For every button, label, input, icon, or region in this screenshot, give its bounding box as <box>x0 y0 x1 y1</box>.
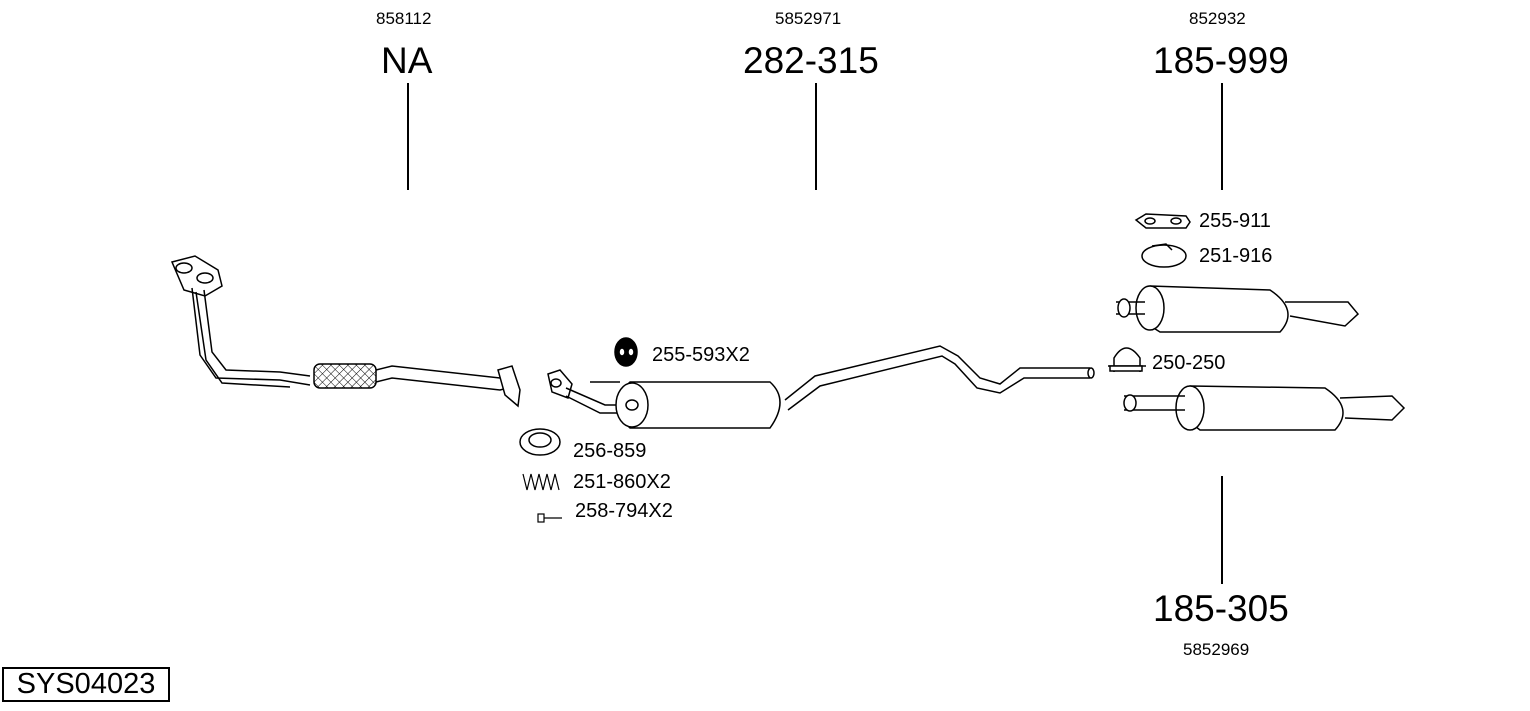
bolt-icon <box>537 513 562 523</box>
u-clamp-icon <box>1108 347 1146 372</box>
rear-lower-oem-number: 5852969 <box>1183 640 1250 659</box>
spring-icon <box>522 473 560 491</box>
accessory-label: 256-859 <box>573 440 647 462</box>
accessory-label: 255-911 <box>1199 210 1271 232</box>
center-silencer <box>547 345 1095 429</box>
downpipe-oem-number: 858112 <box>376 9 432 28</box>
leader-line-rear-lower <box>1221 476 1223 584</box>
accessory-label: 251-916 <box>1199 245 1273 267</box>
rubber-mount-icon <box>614 337 638 367</box>
rear-lower-part-number: 185-305 <box>1153 588 1289 629</box>
rear-silencer-upper <box>1116 285 1360 333</box>
rear-silencer-lower <box>1123 385 1406 431</box>
rear-upper-part-number: 185-999 <box>1153 40 1289 81</box>
leader-line-rear-upper <box>1221 83 1223 190</box>
accessory-label: 250-250 <box>1152 352 1226 374</box>
downpipe-part-number: NA <box>381 40 433 81</box>
leader-line-center-silencer <box>815 83 817 190</box>
center-silencer-oem-number: 5852971 <box>775 9 842 28</box>
hanger-bracket-icon <box>1134 213 1191 229</box>
leader-line-downpipe <box>407 83 409 190</box>
gasket-ring-icon <box>519 428 561 456</box>
clamp-icon <box>1141 243 1187 268</box>
accessory-label: 255-593X2 <box>652 344 750 366</box>
accessory-label: 251-860X2 <box>573 471 671 493</box>
rear-upper-oem-number: 852932 <box>1189 9 1246 28</box>
center-silencer-part-number: 282-315 <box>743 40 879 81</box>
system-code-box: SYS04023 <box>2 667 170 702</box>
accessory-label: 258-794X2 <box>575 500 673 522</box>
front-downpipe <box>170 255 521 408</box>
